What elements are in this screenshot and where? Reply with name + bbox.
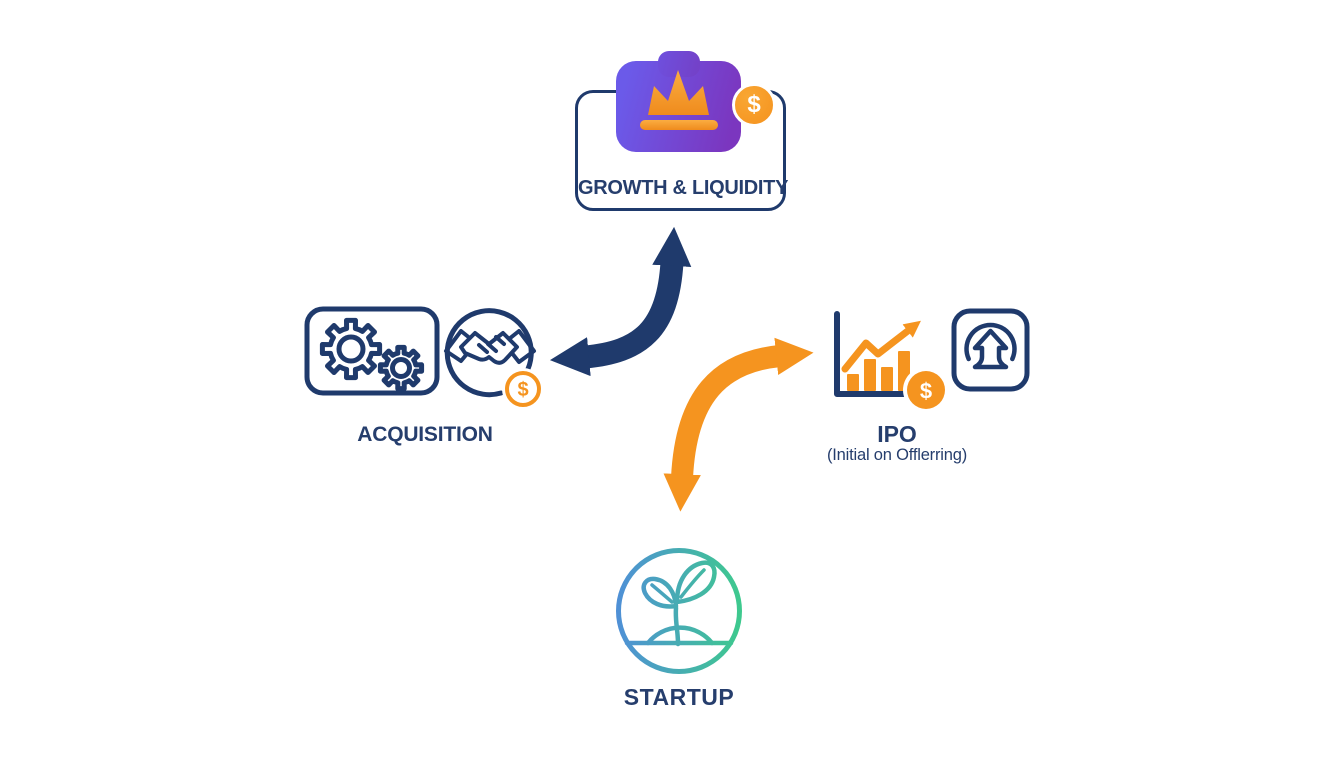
dollar-symbol: $ xyxy=(747,91,761,118)
svg-text:$: $ xyxy=(517,379,528,401)
gears-icon xyxy=(304,306,440,396)
growth-acquisition-arrow xyxy=(549,226,692,377)
ipo-sublabel: (Initial on Offlerring) xyxy=(827,446,967,464)
dollar-coin-icon: $ xyxy=(502,368,544,410)
crown-icon xyxy=(640,70,718,130)
crown-badge-icon: $ xyxy=(616,61,776,152)
launch-icon xyxy=(951,308,1030,392)
startup-label: STARTUP xyxy=(623,684,735,710)
dollar-coin-icon: $ xyxy=(903,367,949,413)
seedling-icon xyxy=(616,548,742,674)
acquisition-label: ACQUISITION xyxy=(357,423,493,446)
growth-liquidity-node: $ GROWTH & LIQUIDITY xyxy=(575,61,789,211)
growth-liquidity-label: GROWTH & LIQUIDITY xyxy=(578,177,789,199)
startup-ipo-arrow xyxy=(663,337,814,512)
growth-chart-icon xyxy=(834,311,921,397)
ipo-label: IPO xyxy=(877,421,917,447)
dollar-coin-icon: $ xyxy=(732,83,776,127)
handshake-icon xyxy=(444,308,536,398)
svg-text:$: $ xyxy=(920,379,932,404)
